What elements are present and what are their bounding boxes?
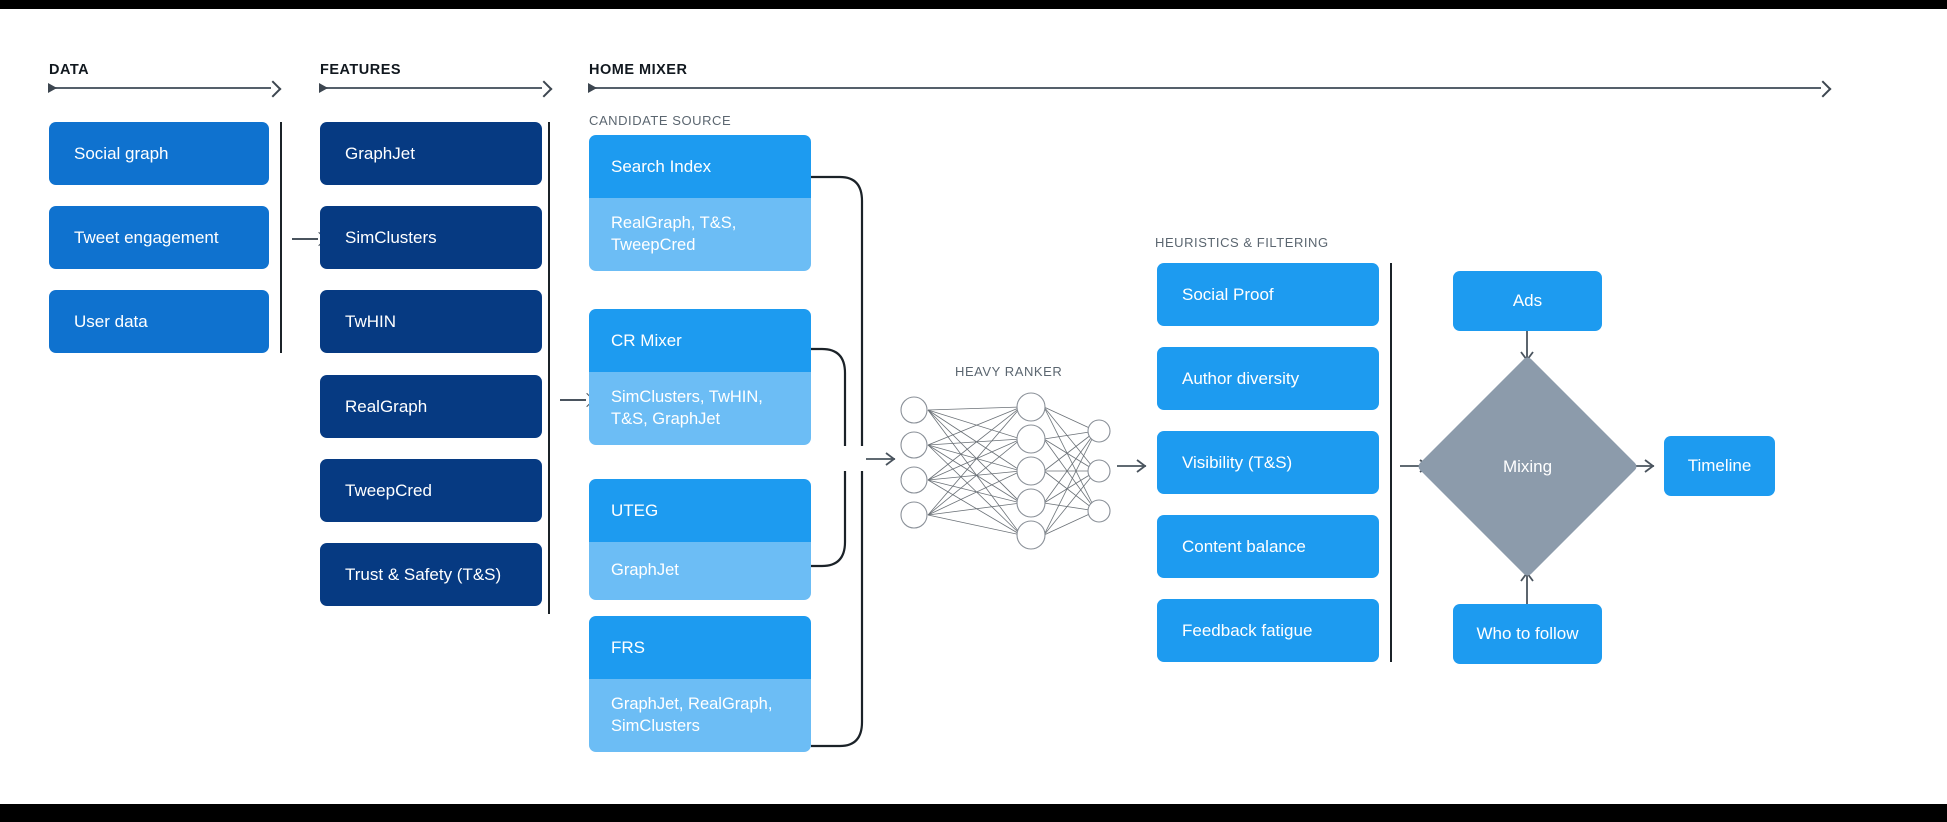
candidate-source-title-frs: FRS xyxy=(589,616,811,679)
mixing-label: Mixing xyxy=(1502,457,1553,476)
candidate-source-title-uteg: UTEG xyxy=(589,479,811,542)
letterbox-bottom xyxy=(0,804,1947,822)
arrow-mixing-to-timeline-head xyxy=(1644,459,1655,473)
feature-box-simclusters[interactable]: SimClusters xyxy=(320,206,542,269)
nn-edges-hidden-output xyxy=(1043,406,1097,536)
arrow-features-to-candidate-source xyxy=(560,399,586,401)
brace-inner-top xyxy=(811,347,847,446)
feature-box-realgraph[interactable]: RealGraph xyxy=(320,375,542,438)
feature-box-graphjet[interactable]: GraphJet xyxy=(320,122,542,185)
output-box-timeline[interactable]: Timeline xyxy=(1664,436,1775,496)
output-box-who-to-follow[interactable]: Who to follow xyxy=(1453,604,1602,664)
divider-heuristics-outputs xyxy=(1390,263,1392,662)
heuristic-box-social-proof[interactable]: Social Proof xyxy=(1157,263,1379,326)
nn-edges-input-hidden xyxy=(927,406,1022,536)
data-box-user-data[interactable]: User data xyxy=(49,290,269,353)
brace-outer-top xyxy=(811,175,864,446)
output-box-ads[interactable]: Ads xyxy=(1453,271,1602,331)
feature-box-tweepcred[interactable]: TweepCred xyxy=(320,459,542,522)
nn-input-nodes xyxy=(900,396,928,529)
data-box-social-graph[interactable]: Social graph xyxy=(49,122,269,185)
candidate-source-card-cr-mixer[interactable]: CR Mixer SimClusters, TwHIN, T&S, GraphJ… xyxy=(589,309,811,445)
section-rule-data xyxy=(48,83,271,93)
section-rule-home-mixer xyxy=(588,83,1821,93)
arrow-data-to-features xyxy=(292,238,318,240)
candidate-source-detail-uteg: GraphJet xyxy=(589,542,811,600)
candidate-source-card-frs[interactable]: FRS GraphJet, RealGraph, SimClusters xyxy=(589,616,811,752)
connector-overlay xyxy=(811,175,1655,748)
letterbox-top xyxy=(0,0,1947,9)
section-header-home-mixer: HOME MIXER xyxy=(589,62,688,78)
divider-data-features xyxy=(280,122,282,353)
nn-output-nodes xyxy=(1087,419,1111,523)
feature-box-trust-and-safety[interactable]: Trust & Safety (T&S) xyxy=(320,543,542,606)
data-box-tweet-engagement[interactable]: Tweet engagement xyxy=(49,206,269,269)
heuristic-box-content-balance[interactable]: Content balance xyxy=(1157,515,1379,578)
candidate-source-title-cr-mixer: CR Mixer xyxy=(589,309,811,372)
candidate-source-detail-frs: GraphJet, RealGraph, SimClusters xyxy=(589,679,811,752)
nn-hidden-nodes xyxy=(1016,392,1046,550)
arrow-candidate-to-ranker-head xyxy=(885,452,896,466)
subsection-header-heavy-ranker: HEAVY RANKER xyxy=(955,364,1063,379)
candidate-source-detail-search-index: RealGraph, T&S, TweepCred xyxy=(589,198,811,271)
section-rule-features xyxy=(319,83,542,93)
section-header-features: FEATURES xyxy=(320,62,402,78)
section-header-data: DATA xyxy=(49,62,90,78)
subsection-header-heuristics: HEURISTICS & FILTERING xyxy=(1155,235,1329,250)
subsection-header-candidate-source: CANDIDATE SOURCE xyxy=(589,113,732,128)
diagram-stage: DATA FEATURES HOME MIXER CANDIDATE SOURC… xyxy=(0,9,1947,804)
candidate-source-card-uteg[interactable]: UTEG GraphJet xyxy=(589,479,811,600)
arrow-ranker-to-heuristics-head xyxy=(1136,459,1147,473)
candidate-source-card-search-index[interactable]: Search Index RealGraph, T&S, TweepCred xyxy=(589,135,811,271)
brace-inner-bottom xyxy=(811,471,847,568)
candidate-source-title-search-index: Search Index xyxy=(589,135,811,198)
candidate-source-detail-cr-mixer: SimClusters, TwHIN, T&S, GraphJet xyxy=(589,372,811,445)
brace-outer-bottom xyxy=(811,471,864,748)
divider-features-home-mixer xyxy=(548,122,550,614)
feature-box-twhin[interactable]: TwHIN xyxy=(320,290,542,353)
heuristic-box-visibility[interactable]: Visibility (T&S) xyxy=(1157,431,1379,494)
heuristic-box-author-diversity[interactable]: Author diversity xyxy=(1157,347,1379,410)
heuristic-box-feedback-fatigue[interactable]: Feedback fatigue xyxy=(1157,599,1379,662)
